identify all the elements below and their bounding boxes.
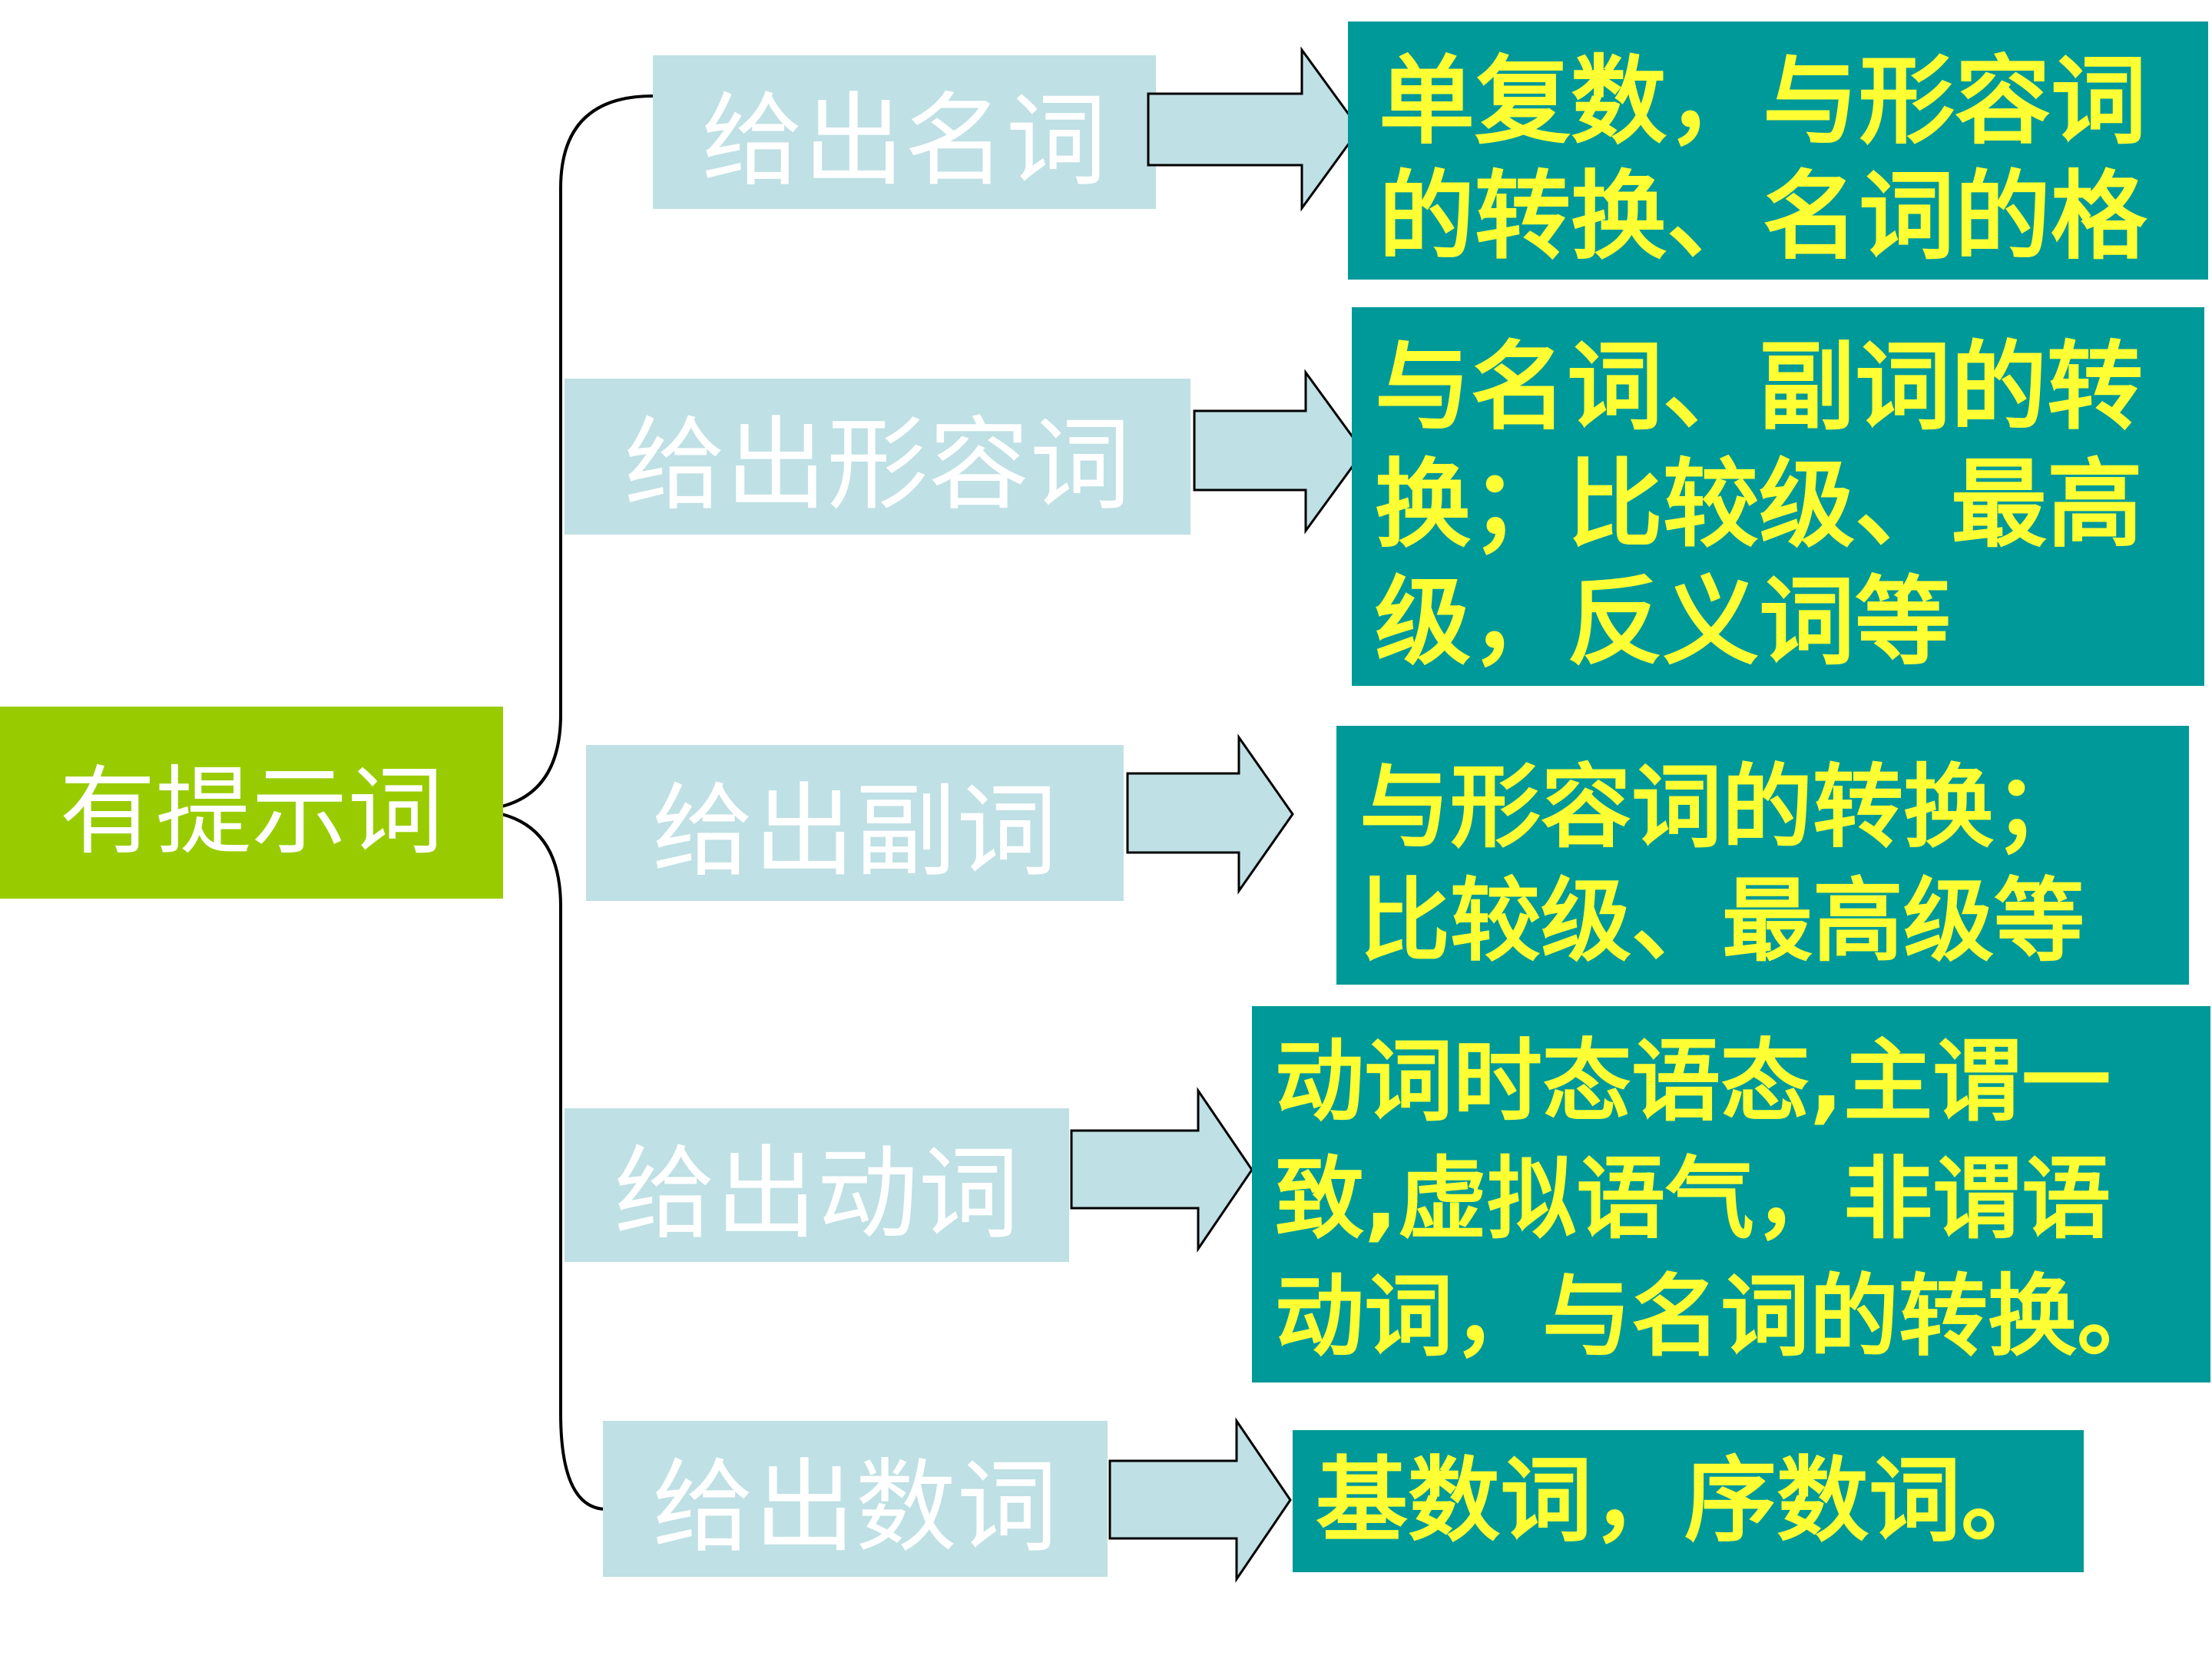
detail-box-adverb: 与形容词的转换； 比较级、最高级等 [1336, 726, 2189, 985]
right-arrow-icon [1126, 733, 1294, 895]
detail-line: 与名词、副词的转 [1375, 332, 2143, 443]
right-arrow-icon [1070, 1087, 1253, 1253]
branch-label: 给出形容词 [624, 406, 1131, 525]
right-arrow-icon [1193, 369, 1365, 535]
detail-line: 比较级、最高级等 [1359, 868, 2085, 974]
right-arrow-icon [1108, 1417, 1292, 1583]
detail-line: 单复数，与形容词 [1379, 46, 2147, 157]
detail-line: 换；比较级、最高 [1375, 449, 2143, 561]
right-arrow-icon [1147, 46, 1361, 212]
detail-line: 级，反义词等 [1375, 567, 1951, 678]
detail-line: 动词时态语态,主谓一 [1275, 1030, 2111, 1134]
detail-box-verb: 动词时态语态,主谓一 致,虚拟语气，非谓语 动词，与名词的转换。 [1252, 1006, 2210, 1382]
branch-label: 给出动词 [614, 1134, 1020, 1253]
branch-label: 给出名词 [701, 81, 1108, 200]
detail-line: 动词，与名词的转换。 [1275, 1265, 2166, 1369]
detail-line: 的转换、名词的格 [1379, 161, 2147, 273]
detail-line: 基数词，序数词。 [1316, 1448, 2053, 1555]
branch-node-adverb: 给出副词 [586, 745, 1124, 901]
detail-box-numeral: 基数词，序数词。 [1293, 1430, 2084, 1572]
branch-node-noun: 给出名词 [653, 55, 1156, 209]
root-node: 有提示词 [0, 707, 503, 899]
branch-node-verb: 给出动词 [565, 1108, 1069, 1262]
detail-line: 致,虚拟语气，非谓语 [1275, 1147, 2111, 1251]
detail-line: 与形容词的转换； [1359, 754, 2085, 860]
detail-box-adjective: 与名词、副词的转 换；比较级、最高 级，反义词等 [1352, 307, 2204, 686]
branch-label: 给出副词 [652, 773, 1058, 891]
detail-box-noun: 单复数，与形容词 的转换、名词的格 [1348, 22, 2208, 280]
branch-label: 给出数词 [652, 1449, 1058, 1567]
branch-node-adjective: 给出形容词 [565, 379, 1190, 535]
root-label: 有提示词 [59, 756, 444, 868]
branch-node-numeral: 给出数词 [603, 1421, 1108, 1577]
